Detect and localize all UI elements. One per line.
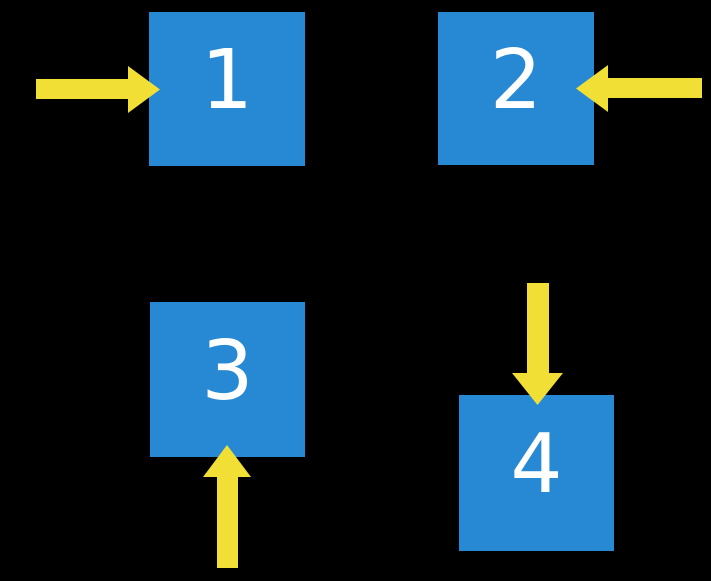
square-1: 1	[149, 12, 305, 166]
square-4: 4	[459, 395, 614, 551]
arrow-right-icon	[36, 66, 160, 113]
square-4-label: 4	[510, 417, 563, 512]
square-2-label: 2	[489, 32, 543, 128]
square-1-label: 1	[200, 33, 254, 128]
square-3-label: 3	[201, 323, 254, 419]
arrow-up-icon	[203, 445, 251, 568]
square-3: 3	[150, 302, 305, 457]
arrow-down-icon	[512, 283, 563, 405]
arrow-up-shape	[203, 445, 251, 568]
arrow-left-shape	[576, 65, 702, 112]
square-2: 2	[438, 12, 594, 165]
arrow-down-shape	[512, 283, 563, 405]
arrow-left-icon	[576, 65, 702, 112]
arrow-right-shape	[36, 66, 160, 113]
